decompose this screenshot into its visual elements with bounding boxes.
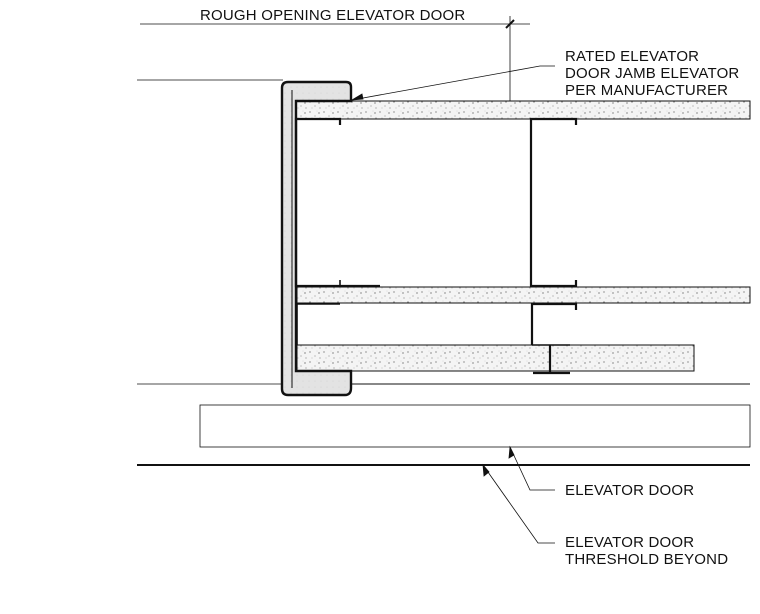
threshold-label-line2: THRESHOLD BEYOND: [565, 551, 729, 568]
elevator-door-label: ELEVATOR DOOR: [565, 482, 695, 499]
gypsum-board-bottom: [296, 344, 695, 372]
threshold-label: ELEVATOR DOOR THRESHOLD BEYOND: [565, 534, 728, 568]
leader-threshold: [482, 463, 555, 544]
leader-elevator-door: [508, 445, 555, 491]
rough-opening-dimension: [140, 16, 530, 110]
door-jamb-label-line1: RATED ELEVATOR: [565, 48, 700, 65]
door-jamb-label-line3: PER MANUFACTURER: [565, 82, 729, 99]
gypsum-board-top: [294, 100, 751, 120]
rough-opening-label: ROUGH OPENING ELEVATOR DOOR: [200, 7, 466, 24]
door-jamb-label-line2: DOOR JAMB ELEVATOR: [565, 65, 740, 82]
metal-stud-right: [529, 117, 578, 288]
gypsum-board-middle: [296, 286, 751, 304]
elevator-door-panel: [199, 404, 751, 448]
metal-stud-lower: [296, 302, 578, 375]
metal-stud-left: [294, 117, 380, 288]
leader-door-jamb: [351, 65, 555, 101]
door-jamb-label: RATED ELEVATOR DOOR JAMB ELEVATOR PER MA…: [565, 48, 739, 99]
threshold-label-line1: ELEVATOR DOOR: [565, 534, 695, 551]
